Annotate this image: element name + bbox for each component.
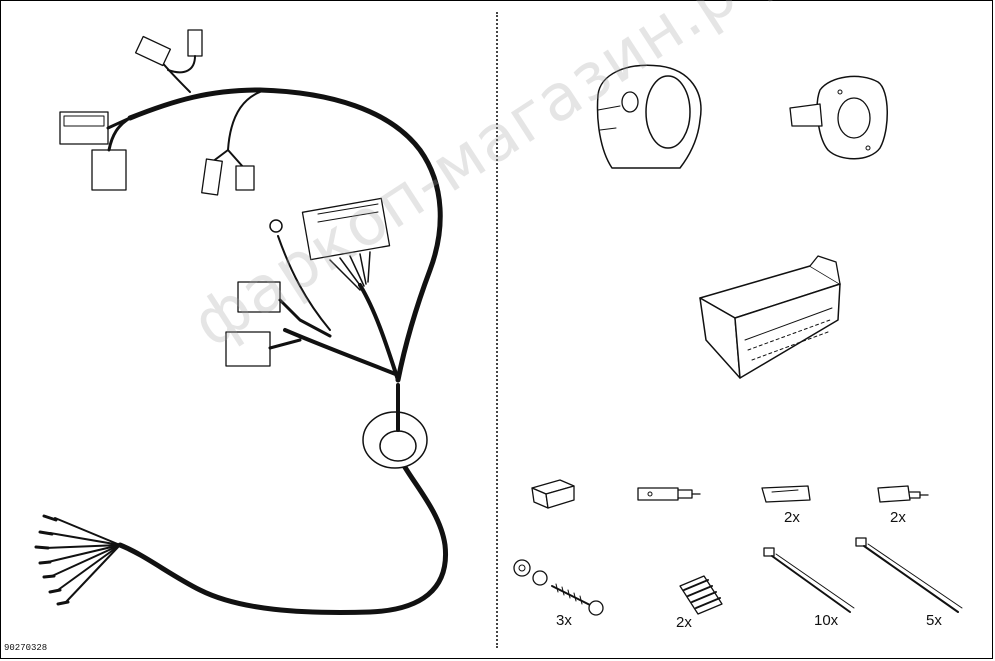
socket-13-pin <box>596 64 702 169</box>
adhesive-pad <box>679 575 723 615</box>
wiring-harness <box>34 29 449 615</box>
splice-connector <box>761 485 811 503</box>
panel-divider <box>496 12 498 648</box>
plug-connector-qty: 2x <box>890 509 906 526</box>
cable-tie-large-qty: 5x <box>926 612 942 629</box>
socket-mount-plate <box>789 75 888 160</box>
cable-tie-small-qty: 10x <box>814 612 839 629</box>
document-code: 90270328 <box>4 643 48 653</box>
screw-set <box>513 559 604 616</box>
connector-housing <box>531 479 575 509</box>
screw-set-qty: 3x <box>556 612 572 629</box>
cable-tie-large <box>855 537 963 613</box>
control-module <box>699 255 841 379</box>
plug-connector <box>877 485 929 503</box>
wire-tap-connector <box>637 487 701 501</box>
adhesive-pad-qty: 2x <box>676 614 692 631</box>
splice-connector-qty: 2x <box>784 509 800 526</box>
cable-tie-small <box>763 547 855 613</box>
